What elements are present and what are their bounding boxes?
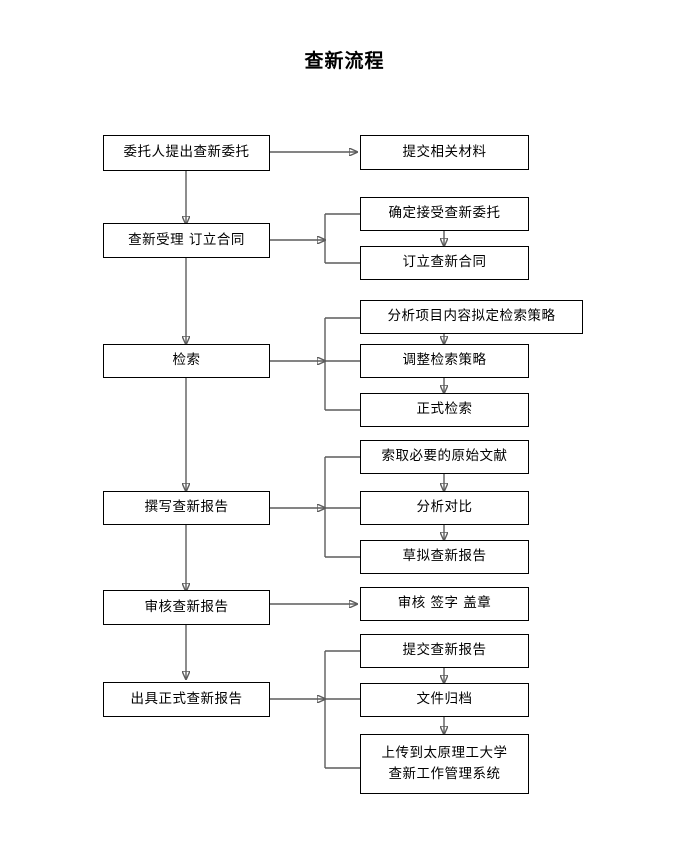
branch-node-adjust-strategy-label: 调整检索策略 — [402, 352, 487, 369]
stage-node-1[interactable]: 委托人提出查新委托 — [103, 135, 270, 171]
branch-node-analyze-strategy[interactable]: 分析项目内容拟定检索策略 — [360, 300, 583, 334]
stage-node-4-label: 撰写查新报告 — [144, 499, 229, 516]
branch-node-archive-files[interactable]: 文件归档 — [360, 683, 529, 717]
branch-node-formal-search[interactable]: 正式检索 — [360, 393, 529, 427]
branch-node-submit-report[interactable]: 提交查新报告 — [360, 634, 529, 668]
stage-node-6[interactable]: 出具正式查新报告 — [103, 682, 270, 717]
branch-node-compare-analysis[interactable]: 分析对比 — [360, 491, 529, 525]
branch-node-analyze-strategy-label: 分析项目内容拟定检索策略 — [387, 308, 556, 325]
branch-node-obtain-literature[interactable]: 索取必要的原始文献 — [360, 440, 529, 474]
stage-node-1-label: 委托人提出查新委托 — [123, 144, 250, 161]
stage-node-2-label: 查新受理 订立合同 — [128, 231, 245, 248]
branch-node-confirm-acceptance-label: 确定接受查新委托 — [388, 205, 501, 222]
branch-node-confirm-acceptance[interactable]: 确定接受查新委托 — [360, 197, 529, 231]
branch-node-review-sign-seal-label: 审核 签字 盖章 — [397, 595, 492, 612]
stage-node-3-label: 检索 — [172, 352, 201, 369]
branch-node-submit-materials-label: 提交相关材料 — [402, 143, 487, 160]
branch-node-upload-system-label-line2: 查新工作管理系统 — [388, 766, 501, 782]
branch-node-review-sign-seal[interactable]: 审核 签字 盖章 — [360, 587, 529, 621]
branch-node-sign-contract-label: 订立查新合同 — [402, 254, 487, 271]
branch-node-submit-materials[interactable]: 提交相关材料 — [360, 135, 529, 170]
branch-node-upload-system-label-line1: 上传到太原理工大学 — [381, 745, 508, 762]
branch-node-draft-report-label: 草拟查新报告 — [402, 548, 487, 565]
stage-node-2[interactable]: 查新受理 订立合同 — [103, 223, 270, 258]
branch-node-submit-report-label: 提交查新报告 — [402, 642, 487, 659]
branch-node-archive-files-label: 文件归档 — [416, 691, 473, 708]
branch-node-sign-contract[interactable]: 订立查新合同 — [360, 246, 529, 280]
stage-node-5-label: 审核查新报告 — [144, 598, 229, 615]
stage-node-3[interactable]: 检索 — [103, 344, 270, 378]
page-title: 查新流程 — [304, 50, 385, 72]
stage-node-6-label: 出具正式查新报告 — [130, 690, 243, 707]
branch-node-upload-system[interactable]: 上传到太原理工大学 查新工作管理系统 — [360, 734, 529, 794]
branch-node-draft-report[interactable]: 草拟查新报告 — [360, 540, 529, 574]
branch-node-compare-analysis-label: 分析对比 — [416, 499, 473, 516]
branch-node-obtain-literature-label: 索取必要的原始文献 — [381, 448, 508, 465]
stage-node-4[interactable]: 撰写查新报告 — [103, 491, 270, 525]
branch-node-adjust-strategy[interactable]: 调整检索策略 — [360, 344, 529, 378]
branch-node-formal-search-label: 正式检索 — [416, 401, 473, 418]
stage-node-5[interactable]: 审核查新报告 — [103, 590, 270, 625]
